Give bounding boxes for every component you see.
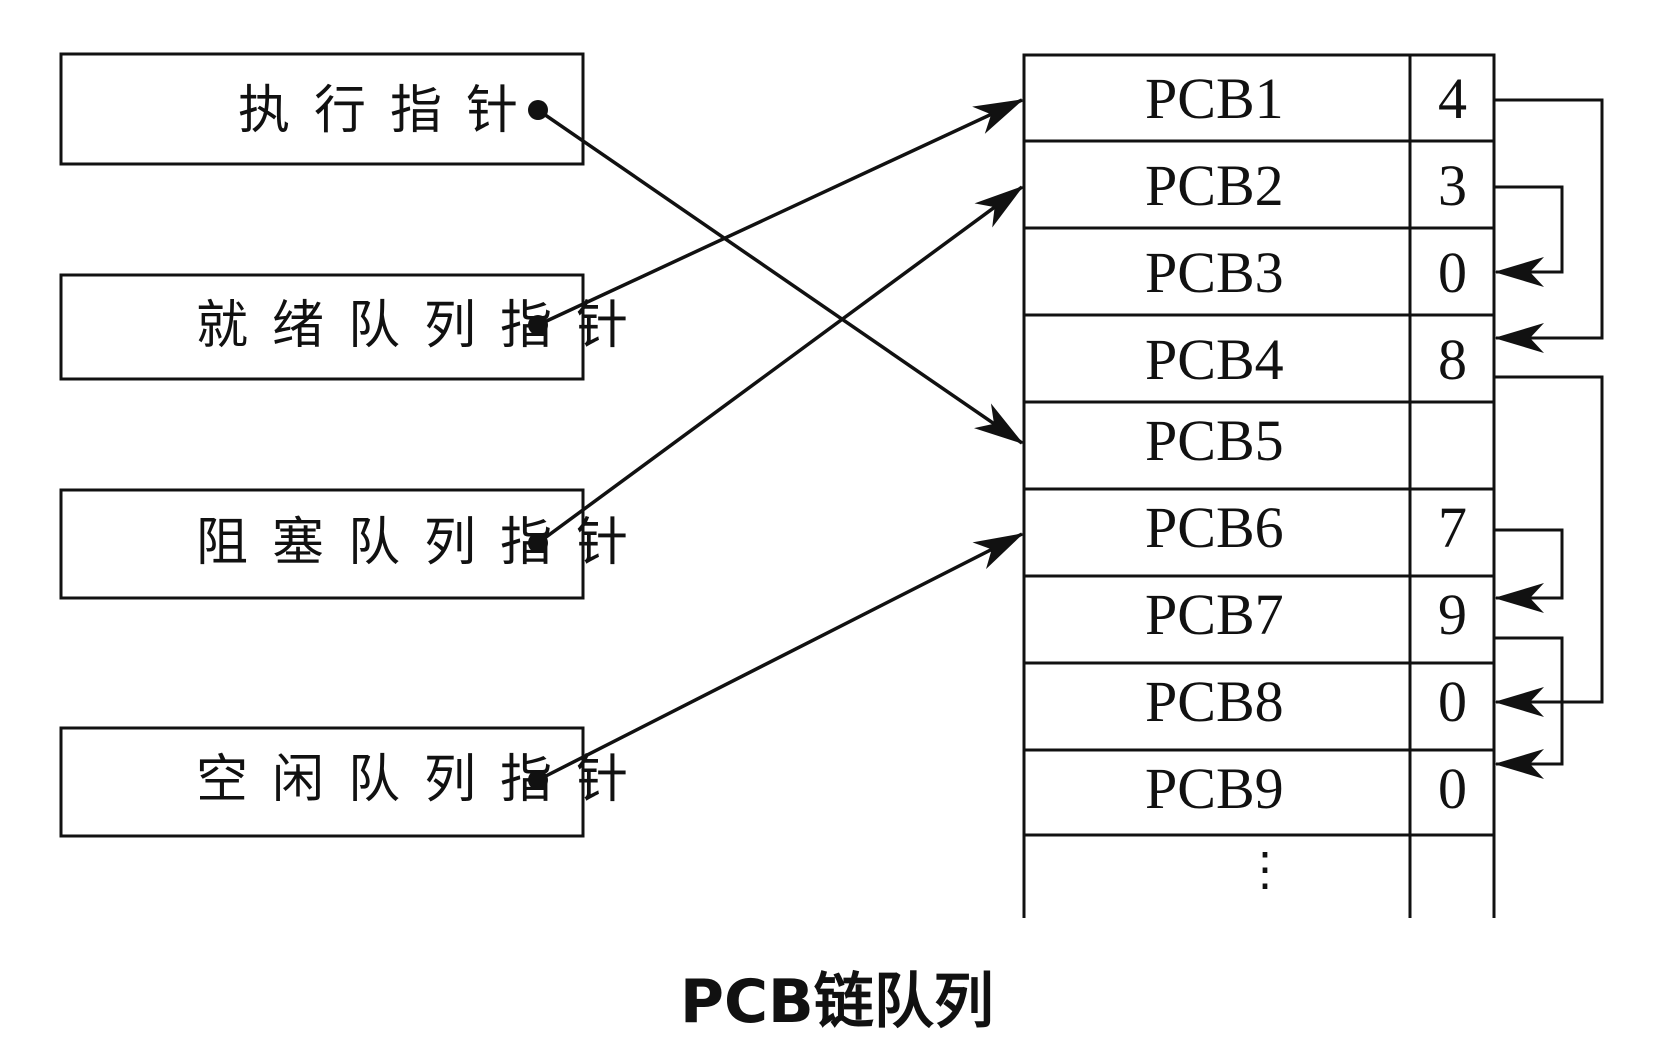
arrow-free-to-pcb6 [537, 532, 1024, 782]
pcb-name: PCB9 [1145, 756, 1284, 821]
pointer-dot [528, 533, 548, 553]
pointer-label-ready: 就绪队列指针 [196, 296, 652, 356]
pcb-table: PCB1 4 PCB2 3 PCB3 0 PCB4 8 PCB5 PCB6 7 … [1022, 53, 1496, 918]
arrow-exec-to-pcb5 [537, 108, 1024, 445]
pcb-ellipsis: ⋮ [1242, 844, 1288, 895]
pointer-boxes: 执行指针 就绪队列指针 阻塞队列指针 空闲队列指针 [59, 52, 652, 838]
link-pcb4-to-pcb8 [1494, 375, 1604, 717]
link-pcb6-to-pcb7 [1494, 528, 1564, 613]
pointer-dot [528, 770, 548, 790]
pcb-name: PCB8 [1145, 669, 1284, 734]
pointer-arrows [528, 98, 1024, 790]
pointer-box-free [59, 726, 585, 838]
diagram-caption: PCB链队列 [680, 967, 994, 1037]
pcb-link: 7 [1438, 495, 1467, 560]
pcb-link: 8 [1438, 327, 1467, 392]
pointer-dot [528, 315, 548, 335]
pointer-box-blocked [59, 488, 585, 600]
pcb-link: 0 [1438, 669, 1467, 734]
pointer-label-exec: 执行指针 [238, 81, 542, 141]
pcb-name: PCB5 [1145, 408, 1284, 473]
pcb-name: PCB1 [1145, 66, 1284, 131]
arrow-blocked-to-pcb2 [536, 185, 1024, 545]
arrow-ready-to-pcb1 [537, 98, 1024, 327]
pointer-dot [528, 100, 548, 120]
link-arrows [1494, 98, 1604, 779]
pcb-name: PCB4 [1145, 327, 1284, 392]
pointer-box-exec [59, 52, 585, 166]
link-pcb7-to-pcb9 [1494, 636, 1564, 779]
pointer-box-ready [59, 273, 585, 381]
pcb-name: PCB7 [1145, 582, 1284, 647]
pcb-link: 3 [1438, 153, 1467, 218]
pcb-name: PCB3 [1145, 240, 1284, 305]
pointer-label-free: 空闲队列指针 [196, 750, 652, 810]
pointer-label-blocked: 阻塞队列指针 [196, 513, 652, 573]
pcb-name: PCB2 [1145, 153, 1284, 218]
link-pcb1-to-pcb4 [1494, 98, 1604, 353]
pcb-link: 0 [1438, 756, 1467, 821]
pcb-name: PCB6 [1145, 495, 1284, 560]
link-pcb2-to-pcb3 [1494, 185, 1564, 287]
pcb-link: 9 [1438, 582, 1467, 647]
pcb-link: 0 [1438, 240, 1467, 305]
pcb-link: 4 [1438, 66, 1467, 131]
pcb-table-frame-top [1022, 53, 1496, 837]
